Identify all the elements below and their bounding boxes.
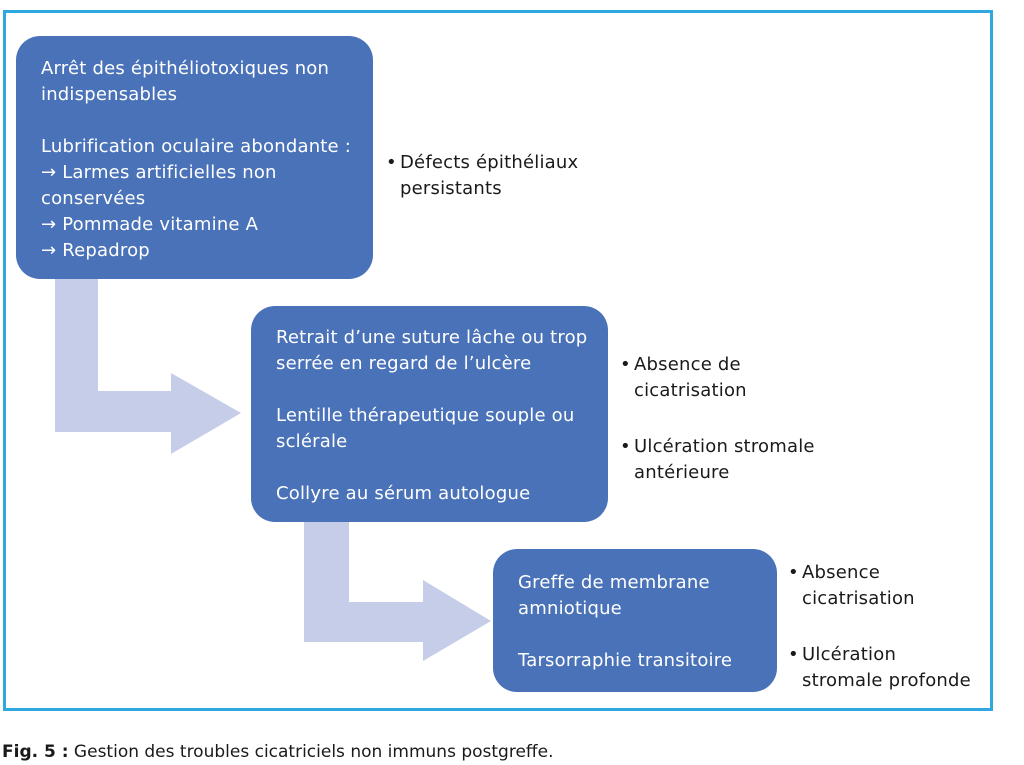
indication-text: Défects épithéliaux persistants <box>400 152 579 199</box>
indication-item: • Absence cicatrisation <box>788 560 971 612</box>
indication-item: • Absence de cicatrisation <box>620 352 815 404</box>
step-box-1: Arrêt des épithéliotoxiques non indispen… <box>16 36 373 279</box>
step-3-text-1: Greffe de membrane amniotique <box>518 572 710 619</box>
step-2-indications: • Absence de cicatrisation • Ulcération … <box>620 352 815 486</box>
step-box-3: Greffe de membrane amniotique Tarsorraph… <box>493 549 777 692</box>
step-2-text-3: Collyre au sérum autologue <box>276 483 531 504</box>
bullet: • <box>620 436 631 457</box>
step-3-indications: • Absence cicatrisation • Ulcération str… <box>788 560 971 694</box>
indication-text: Ulcération stromale antérieure <box>634 436 815 483</box>
indication-text: Absence cicatrisation <box>802 562 915 609</box>
indication-item: • Ulcération stromale antérieure <box>620 434 815 486</box>
bullet: • <box>620 354 631 375</box>
flow-arrow-1 <box>55 279 241 454</box>
step-2-text-2: Lentille thérapeutique souple ou scléral… <box>276 405 575 452</box>
step-box-2: Retrait d’une suture lâche ou trop serré… <box>251 306 608 522</box>
bullet: • <box>788 644 799 665</box>
bullet: • <box>386 152 397 173</box>
step-1-text-1: Arrêt des épithéliotoxiques non indispen… <box>41 58 330 105</box>
caption-label: Fig. 5 : <box>2 742 69 762</box>
step-1-indications: • Défects épithéliaux persistants <box>386 150 578 202</box>
figure-caption: Fig. 5 : Gestion des troubles cicatricie… <box>2 740 553 764</box>
flow-arrow-2 <box>304 522 491 661</box>
bullet: • <box>788 562 799 583</box>
indication-item: • Ulcération stromale profonde <box>788 642 971 694</box>
indication-text: Absence de cicatrisation <box>634 354 747 401</box>
step-2-text-1: Retrait d’une suture lâche ou trop serré… <box>276 327 588 374</box>
indication-item: • Défects épithéliaux persistants <box>386 150 578 202</box>
indication-text: Ulcération stromale profonde <box>802 644 971 691</box>
step-3-text-2: Tarsorraphie transitoire <box>518 650 733 671</box>
step-1-text-2: Lubrification oculaire abondante : → Lar… <box>41 136 352 261</box>
caption-text: Gestion des troubles cicatriciels non im… <box>68 742 554 762</box>
